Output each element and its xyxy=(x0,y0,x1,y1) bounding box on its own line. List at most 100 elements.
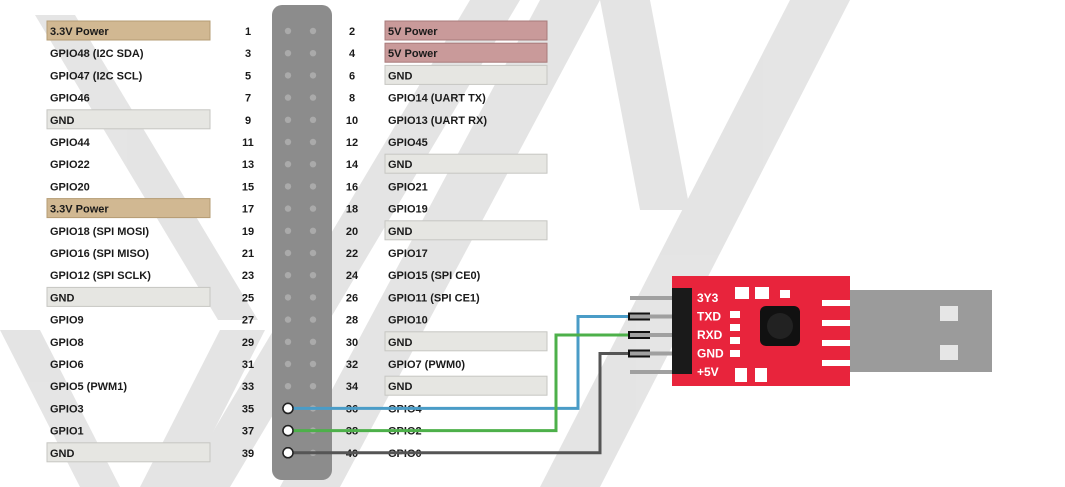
pin-label-12: GPIO45 xyxy=(388,137,428,149)
pin-number-26: 26 xyxy=(346,292,358,304)
header-pin-24 xyxy=(309,272,317,279)
pin-label-bg-30 xyxy=(384,331,548,352)
pin-label-28: GPIO10 xyxy=(388,315,428,327)
module-smd-2 xyxy=(730,324,740,331)
pin-number-29: 29 xyxy=(242,337,254,349)
header-pin-2 xyxy=(309,27,317,35)
pin-label-11: GPIO44 xyxy=(50,137,91,149)
pin-label-33: GPIO5 (PWM1) xyxy=(50,381,127,393)
pin-label-bg-14 xyxy=(384,153,548,174)
pin-label-14: GND xyxy=(388,159,413,171)
header-pin-11 xyxy=(284,138,292,146)
pin-number-25: 25 xyxy=(242,292,254,304)
header-pin-6 xyxy=(309,72,317,79)
pin-number-17: 17 xyxy=(242,204,254,216)
header-pin-22 xyxy=(309,249,317,257)
wire-pin39-to-gnd xyxy=(293,352,630,455)
pin-number-24: 24 xyxy=(346,270,359,282)
pin-number-7: 7 xyxy=(245,93,251,105)
pin-label-39: GND xyxy=(50,448,75,460)
module-edge-pad-2 xyxy=(822,320,850,326)
pin-number-22: 22 xyxy=(346,248,358,260)
header-pin-9 xyxy=(284,116,292,124)
header-pin-25 xyxy=(284,294,292,301)
pin-number-10: 10 xyxy=(346,115,358,127)
module-edge-pad-3 xyxy=(822,340,850,346)
pin-label-1: 3.3V Power xyxy=(50,26,109,38)
module-smd-1 xyxy=(730,311,740,318)
pin-label-4: 5V Power xyxy=(388,48,438,60)
module-pin-rxd xyxy=(630,333,672,337)
pin-label-18: GPIO19 xyxy=(388,204,428,216)
pin-label-17: 3.3V Power xyxy=(50,204,109,216)
pin-number-14: 14 xyxy=(346,159,359,171)
pin-number-30: 30 xyxy=(346,337,358,349)
header-pin-19 xyxy=(284,227,292,234)
usb-plug-hole-bottom xyxy=(940,345,958,360)
header-pin-33 xyxy=(284,383,292,390)
header-pin-1 xyxy=(284,27,292,35)
pin-number-15: 15 xyxy=(242,181,254,193)
pin-label-bg-9 xyxy=(46,109,211,130)
pin-label-2: 5V Power xyxy=(388,26,438,38)
header-pin-21 xyxy=(284,249,292,257)
pin-number-28: 28 xyxy=(346,315,358,327)
header-pin-34 xyxy=(309,383,317,390)
module-pin-label-5v: +5V xyxy=(697,365,719,379)
pin-number-18: 18 xyxy=(346,204,358,216)
pin-label-22: GPIO17 xyxy=(388,248,428,260)
header-pin-17 xyxy=(284,205,292,212)
pin-number-4: 4 xyxy=(349,48,356,60)
pin-label-32: GPIO7 (PWM0) xyxy=(388,359,465,371)
pin-label-29: GPIO8 xyxy=(50,337,84,349)
pin-label-24: GPIO15 (SPI CE0) xyxy=(388,270,481,282)
module-pin-label-3y3: 3Y3 xyxy=(697,291,719,305)
pin-label-bg-39 xyxy=(46,442,211,463)
pin-number-31: 31 xyxy=(242,359,254,371)
module-component-1 xyxy=(735,287,749,299)
header-pin-27 xyxy=(284,316,292,323)
pin-number-23: 23 xyxy=(242,270,254,282)
pin-label-3: GPIO48 (I2C SDA) xyxy=(50,48,144,60)
pin-number-19: 19 xyxy=(242,226,254,238)
pin-label-10: GPIO13 (UART RX) xyxy=(388,115,487,127)
header-pin-26 xyxy=(309,294,317,301)
header-pin-4 xyxy=(309,50,317,57)
pin-number-35: 35 xyxy=(242,403,254,415)
wired-pin-marker-37 xyxy=(282,424,294,437)
wired-pin-marker-39 xyxy=(282,447,294,459)
module-pin-label-gnd: GND xyxy=(697,347,724,361)
header-pin-3 xyxy=(284,50,292,57)
pin-label-bg-34 xyxy=(384,375,548,396)
pin-label-5: GPIO47 (I2C SCL) xyxy=(50,70,143,82)
pin-number-37: 37 xyxy=(242,426,254,438)
pin-label-9: GND xyxy=(50,115,75,127)
header-pin-29 xyxy=(284,338,292,345)
pin-label-7: GPIO46 xyxy=(50,93,90,105)
pin-label-bg-25 xyxy=(46,286,211,307)
pin-label-25: GND xyxy=(50,292,75,304)
pin-label-37: GPIO1 xyxy=(50,426,84,438)
module-edge-pad-4 xyxy=(822,360,850,366)
module-component-5 xyxy=(755,368,767,382)
header-pin-28 xyxy=(309,316,317,323)
pin-label-16: GPIO21 xyxy=(388,181,428,193)
header-pin-32 xyxy=(309,360,317,368)
header-pin-30 xyxy=(309,338,317,345)
pin-number-6: 6 xyxy=(349,70,355,82)
module-pin-txd xyxy=(630,314,672,319)
pin-number-20: 20 xyxy=(346,226,358,238)
header-pin-14 xyxy=(309,161,317,168)
wire-pin35-to-txd xyxy=(293,315,630,410)
pin-label-8: GPIO14 (UART TX) xyxy=(388,93,486,105)
module-pin-3y3 xyxy=(630,296,672,300)
header-pin-31 xyxy=(284,360,292,368)
pin-number-34: 34 xyxy=(346,381,359,393)
module-component-4 xyxy=(735,368,747,382)
module-smd-4 xyxy=(730,350,740,357)
pin-label-19: GPIO18 (SPI MOSI) xyxy=(50,226,149,238)
pin-number-1: 1 xyxy=(245,26,251,38)
pin-number-8: 8 xyxy=(349,93,355,105)
pin-number-21: 21 xyxy=(242,248,254,260)
